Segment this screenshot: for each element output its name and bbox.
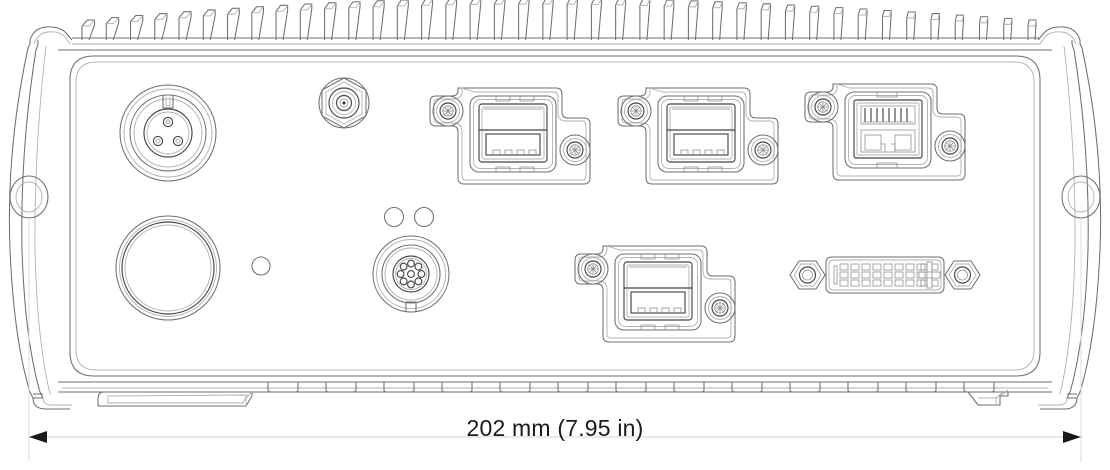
screw-hole (251, 256, 271, 276)
mounting-bracket-right (1037, 26, 1102, 410)
led-indicator-2 (413, 206, 435, 228)
mounting-bracket-left (8, 26, 73, 410)
power-connector[interactable] (119, 84, 217, 182)
heatsink-fins (58, 0, 1052, 51)
led-indicator-1 (383, 206, 405, 228)
blank-port[interactable] (115, 215, 221, 321)
mounting-foot-left (97, 391, 253, 407)
bottom-vents (267, 382, 995, 393)
multipin-connector[interactable] (372, 235, 450, 313)
dimension-label: 202 mm (7.95 in) (466, 415, 644, 441)
antenna-connector[interactable] (318, 77, 370, 129)
dimension-line (28, 218, 1082, 462)
mounting-foot-right (967, 389, 1009, 406)
chassis-body (58, 55, 1052, 393)
